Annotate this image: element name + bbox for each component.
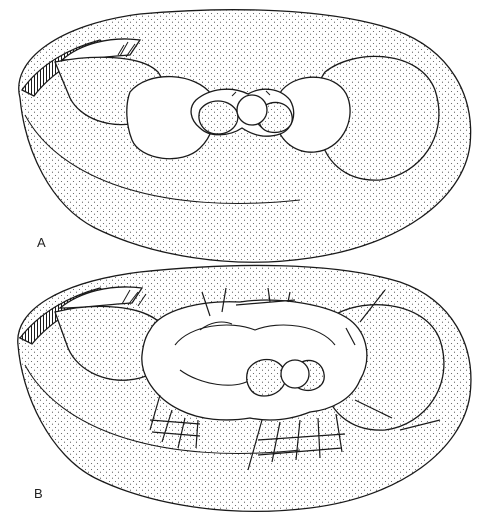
panel-label-b: B bbox=[34, 486, 43, 501]
small-lobe-left-a bbox=[199, 101, 238, 134]
small-lobe-left-b bbox=[247, 360, 286, 397]
panel-a bbox=[19, 10, 471, 262]
central-circle-a bbox=[237, 95, 267, 125]
panel-label-a: A bbox=[37, 235, 46, 250]
panel-b bbox=[18, 265, 471, 511]
central-circle-b bbox=[281, 360, 309, 388]
muscle-mass-b bbox=[142, 300, 367, 420]
